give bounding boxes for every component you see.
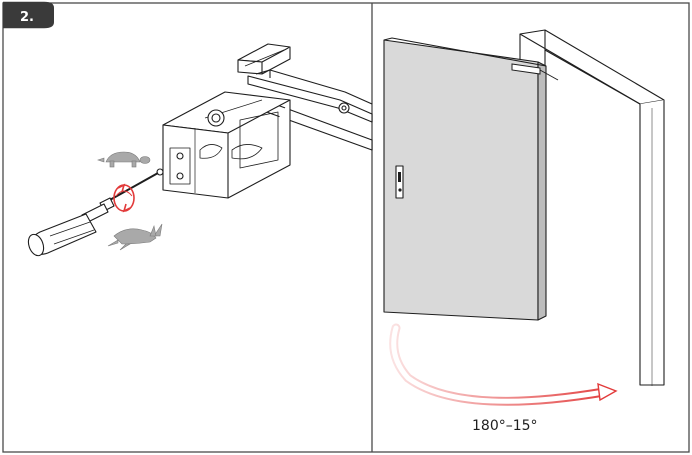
step-badge: 2. (3, 1, 54, 29)
closer-arm (247, 69, 373, 151)
mounting-bracket (237, 43, 291, 75)
door-closer (156, 43, 373, 199)
screwdriver-icon (27, 172, 159, 257)
door-frame (519, 29, 665, 386)
mini-closer (511, 63, 559, 81)
swing-arrow (389, 323, 618, 406)
hare-icon (107, 223, 163, 251)
closer-body (156, 91, 291, 199)
swing-angle-label: 180°–15° (472, 418, 538, 434)
door-leaf (383, 37, 547, 321)
step-label: 2. (20, 10, 34, 25)
tortoise-icon (97, 151, 151, 168)
rotation-arrows-icon (113, 183, 135, 213)
